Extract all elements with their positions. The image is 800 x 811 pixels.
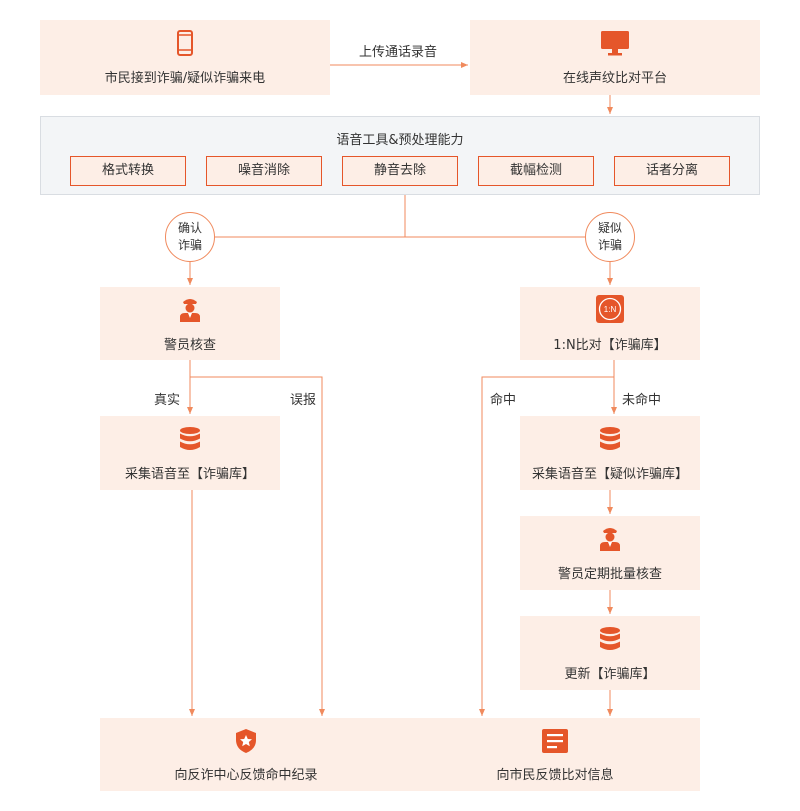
compare-box: 1:N 1:N比对【诈骗库】 (520, 287, 700, 360)
compare-label: 1:N比对【诈骗库】 (553, 338, 667, 353)
suspected-fraud-label: 疑似 诈骗 (597, 221, 622, 252)
phone-icon (177, 30, 193, 56)
suspected-fraud-node: 疑似 诈骗 (585, 212, 635, 262)
one-to-n-icon: 1:N (596, 295, 624, 323)
tool-silence-removal: 静音去除 (342, 156, 458, 186)
confirmed-fraud-label: 确认 诈骗 (177, 221, 202, 252)
citizen-call-box: 市民接到诈骗/疑似诈骗来电 (40, 20, 330, 95)
hit-label: 命中 (490, 393, 517, 408)
tool-format-conversion: 格式转换 (70, 156, 186, 186)
database-icon (600, 427, 620, 450)
tool-speaker-separation: 话者分离 (614, 156, 730, 186)
update-fraud-label: 更新【诈骗库】 (564, 667, 656, 682)
false-report-arrow (190, 376, 325, 716)
one-to-n-icon-text: 1:N (604, 305, 617, 314)
feedback-center-label: 向反诈中心反馈命中纪录 (174, 768, 318, 783)
feedback-citizen-label: 向市民反馈比对信息 (496, 768, 614, 783)
collect-suspected-box: 采集语音至【疑似诈骗库】 (520, 416, 700, 490)
true-label: 真实 (154, 393, 181, 408)
database-icon (180, 427, 200, 450)
tool-clipping-detection: 截幅检测 (478, 156, 594, 186)
collect-suspected-label: 采集语音至【疑似诈骗库】 (531, 467, 688, 482)
confirmed-fraud-node: 确认 诈骗 (165, 212, 215, 262)
voiceprint-platform-box: 在线声纹比对平台 (470, 20, 760, 95)
hit-arrow (479, 376, 614, 716)
police-officer-icon (600, 528, 620, 551)
batch-check-box: 警员定期批量核查 (520, 516, 700, 590)
collect-fraud-label: 采集语音至【诈骗库】 (124, 467, 255, 482)
police-officer-icon (180, 299, 200, 322)
police-check-box: 警员核查 (100, 287, 280, 360)
upload-label: 上传通话录音 (359, 45, 438, 60)
police-check-label: 警员核查 (163, 338, 216, 353)
database-icon (600, 627, 620, 650)
voiceprint-platform-label: 在线声纹比对平台 (562, 71, 667, 86)
shield-star-icon (236, 729, 256, 753)
collect-fraud-box: 采集语音至【诈骗库】 (100, 416, 280, 490)
message-list-icon (542, 729, 568, 753)
monitor-icon (601, 31, 629, 56)
voice-tools-title: 语音工具&预处理能力 (336, 133, 464, 148)
update-fraud-box: 更新【诈骗库】 (520, 616, 700, 690)
feedback-box: 向反诈中心反馈命中纪录 向市民反馈比对信息 (100, 718, 700, 791)
batch-check-label: 警员定期批量核查 (557, 567, 662, 582)
voice-tools-panel: 语音工具&预处理能力 格式转换 噪音消除 静音去除 截幅检测 话者分离 (40, 116, 760, 195)
tool-noise-removal: 噪音消除 (206, 156, 322, 186)
citizen-call-label: 市民接到诈骗/疑似诈骗来电 (104, 71, 266, 86)
false-report-label: 误报 (290, 393, 317, 408)
miss-label: 未命中 (622, 393, 662, 408)
